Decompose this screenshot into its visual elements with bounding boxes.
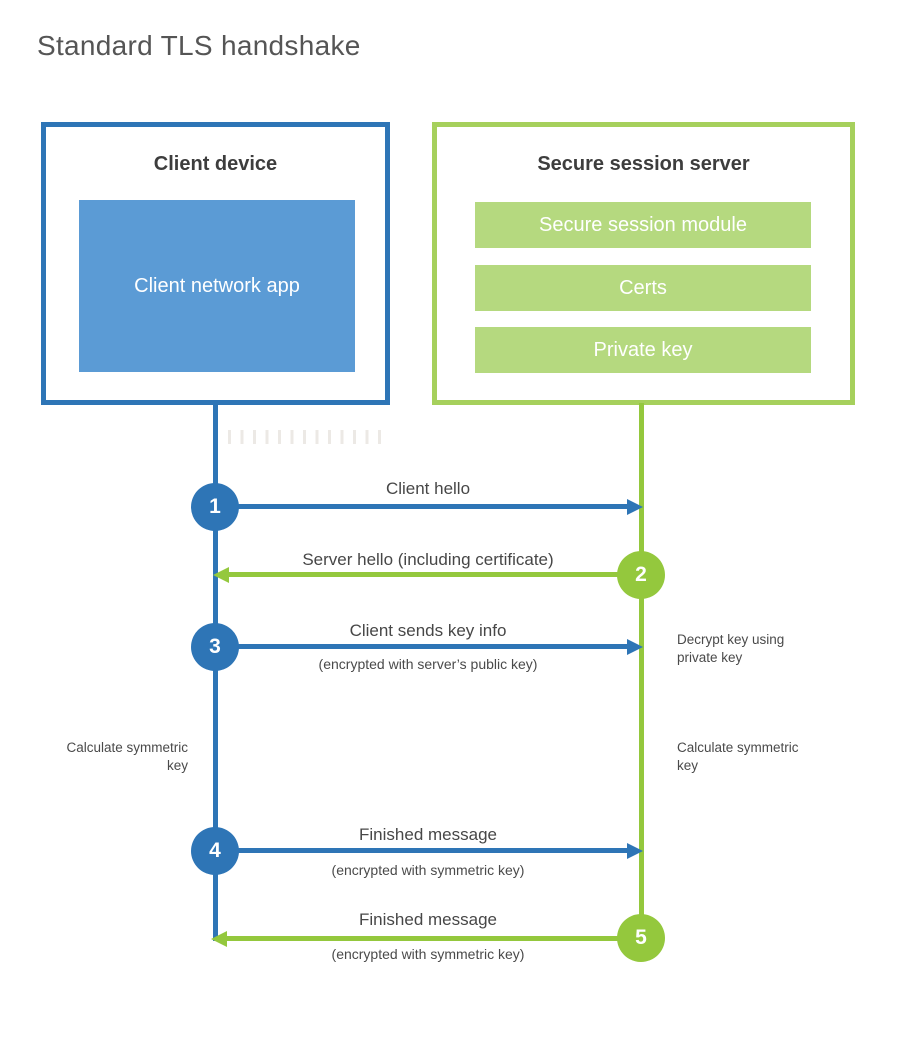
arrow-server-hello bbox=[229, 572, 641, 577]
client-network-app-label: Client network app bbox=[134, 274, 300, 297]
step-circle-4: 4 bbox=[191, 827, 239, 875]
arrow-finished-client bbox=[215, 848, 627, 853]
step-circle-1: 1 bbox=[191, 483, 239, 531]
client-network-app-block: Client network app bbox=[79, 200, 355, 372]
arrow-client-hello bbox=[215, 504, 627, 509]
secure-session-server-box: Secure session server Secure session mod… bbox=[432, 122, 855, 405]
note-calculate-symmetric-key-server: Calculate symmetric key bbox=[677, 740, 799, 773]
page-title: Standard TLS handshake bbox=[37, 30, 361, 61]
client-lifeline bbox=[213, 403, 218, 941]
msg-finished-server: Finished message bbox=[359, 910, 497, 929]
note-calculate-symmetric-key-client: Calculate symmetric key bbox=[66, 740, 188, 773]
client-device-heading: Client device bbox=[153, 153, 278, 175]
msg-finished-server-sub: (encrypted with symmetric key) bbox=[331, 946, 525, 962]
server-heading: Secure session server bbox=[537, 153, 750, 175]
msg-client-key-info: Client sends key info bbox=[349, 621, 507, 640]
step-circle-3: 3 bbox=[191, 623, 239, 671]
server-module-secure-session: Secure session module bbox=[475, 202, 811, 248]
arrowhead-left-icon bbox=[213, 567, 229, 583]
step-circle-2: 2 bbox=[617, 551, 665, 599]
note-decrypt-key: Decrypt key using private key bbox=[677, 632, 785, 665]
msg-finished-client: Finished message bbox=[359, 825, 497, 844]
msg-finished-client-sub: (encrypted with symmetric key) bbox=[331, 862, 525, 878]
arrow-client-key-info bbox=[215, 644, 627, 649]
arrowhead-left-icon bbox=[211, 931, 227, 947]
arrow-finished-server bbox=[227, 936, 641, 941]
msg-client-key-info-sub: (encrypted with server’s public key) bbox=[318, 656, 538, 672]
server-module-private-key: Private key bbox=[475, 327, 811, 373]
faint-dash-artifact bbox=[228, 430, 390, 444]
arrowhead-right-icon bbox=[627, 843, 643, 859]
server-lifeline bbox=[639, 403, 644, 938]
client-device-box: Client device Client network app bbox=[41, 122, 390, 405]
arrowhead-right-icon bbox=[627, 639, 643, 655]
arrowhead-right-icon bbox=[627, 499, 643, 515]
server-module-certs: Certs bbox=[475, 265, 811, 311]
msg-client-hello: Client hello bbox=[385, 479, 471, 498]
step-circle-5: 5 bbox=[617, 914, 665, 962]
msg-server-hello: Server hello (including certificate) bbox=[302, 550, 554, 569]
